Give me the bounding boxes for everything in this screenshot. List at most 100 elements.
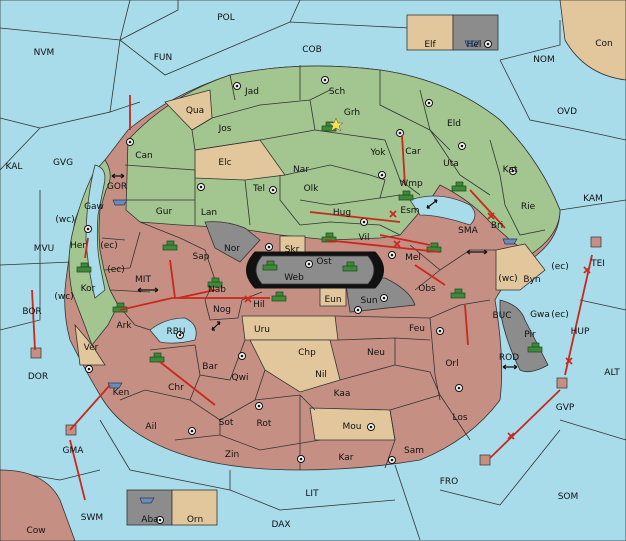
- label-kor: Kor: [81, 284, 96, 294]
- label-fun: FUN: [154, 53, 173, 63]
- army-unit: [342, 261, 358, 272]
- label-chp: Chp: [298, 348, 316, 358]
- label-buc: BUC: [492, 311, 511, 321]
- label-can: Can: [135, 151, 153, 161]
- label-byn: Byn: [523, 275, 540, 285]
- label-chr: Chr: [168, 383, 184, 393]
- label-elc: Elc: [218, 158, 231, 168]
- label-rod: ROD: [499, 353, 519, 363]
- region-chp[interactable]: [249, 339, 341, 393]
- label-ec2: (ec): [551, 262, 569, 272]
- label-fro: FRO: [440, 477, 459, 487]
- label-neu: Neu: [367, 348, 385, 358]
- label-kal: KAL: [6, 162, 23, 172]
- sea-gor[interactable]: [85, 164, 106, 299]
- label-eun: Eun: [324, 295, 341, 305]
- label-gwa: Gwa: [530, 310, 550, 320]
- label-gvg: GVG: [53, 158, 73, 168]
- label-ec4: (ec): [551, 310, 569, 320]
- fleet-unit: [464, 40, 480, 47]
- label-hup: HUP: [571, 327, 590, 337]
- label-tei: TEI: [590, 259, 605, 269]
- region-orn[interactable]: [171, 489, 218, 526]
- label-nor: Nor: [224, 244, 240, 254]
- label-bor: BOR: [22, 307, 41, 317]
- label-jad: Jad: [244, 87, 259, 97]
- label-jos: Jos: [218, 124, 232, 134]
- label-her: Her: [70, 241, 86, 251]
- region-nor[interactable]: [204, 221, 261, 263]
- region-cow[interactable]: [0, 469, 76, 541]
- label-bri: Bri: [491, 221, 503, 231]
- label-lan: Lan: [201, 208, 217, 218]
- unit-marker: [556, 377, 568, 389]
- lake-sma[interactable]: [409, 195, 476, 226]
- label-orn: Orn: [187, 515, 203, 525]
- star-icon: [328, 117, 344, 132]
- unit-marker: [590, 236, 602, 248]
- label-swm: SWM: [81, 513, 103, 523]
- label-vil: Vil: [359, 233, 370, 243]
- label-esm: Esm: [400, 206, 419, 216]
- region-pir[interactable]: [499, 299, 549, 373]
- label-con: Con: [595, 39, 613, 49]
- fleet-unit: [502, 238, 518, 245]
- army-unit: [426, 242, 442, 253]
- unit-marker: [30, 347, 42, 359]
- label-grh: Grh: [344, 108, 360, 118]
- army-unit: [271, 291, 287, 302]
- label-nil: Nil: [315, 370, 327, 380]
- order-arrows: [31, 95, 593, 501]
- army-unit: [398, 190, 414, 201]
- region-web-ost[interactable]: [255, 255, 375, 285]
- label-gur: Gur: [156, 207, 173, 217]
- label-web: Web: [284, 273, 304, 283]
- label-hel: Hel: [467, 40, 482, 50]
- label-ark: Ark: [116, 321, 132, 331]
- label-sma: SMA: [458, 226, 478, 236]
- army-unit: [262, 260, 278, 271]
- army-unit: [207, 277, 223, 288]
- label-olk: Olk: [304, 184, 320, 194]
- region-ver[interactable]: [74, 323, 106, 366]
- label-uta: Uta: [443, 159, 459, 169]
- label-elf: Elf: [424, 40, 436, 50]
- convoy-arrows: [111, 173, 518, 370]
- region-byn[interactable]: [495, 243, 546, 291]
- lake-rbu[interactable]: [149, 317, 197, 344]
- label-ken: Ken: [113, 388, 130, 398]
- army-unit: [149, 352, 165, 363]
- label-kat: Kat: [503, 165, 518, 175]
- label-sun: Sun: [360, 296, 377, 306]
- label-sam: Sam: [404, 446, 424, 456]
- label-rbu: RBU: [166, 327, 185, 337]
- internal-borders: [101, 65, 546, 470]
- label-gma: GMA: [63, 446, 85, 456]
- label-qwi: Qwi: [232, 373, 249, 383]
- label-kar: Kar: [339, 453, 354, 463]
- label-ver: Ver: [84, 343, 99, 353]
- green-north-arc: [125, 65, 561, 256]
- label-pir: Pir: [524, 330, 536, 340]
- label-alt: ALT: [604, 368, 620, 378]
- army-unit: [527, 342, 543, 353]
- region-labels: POL NVM FUN COB NOM Con Elf Hel Jad Sch …: [6, 13, 621, 536]
- label-cow: Cow: [26, 526, 45, 536]
- label-orl: Orl: [445, 359, 458, 369]
- label-lit: LIT: [305, 489, 319, 499]
- label-ovd: OVD: [557, 107, 577, 117]
- army-unit: [76, 262, 92, 273]
- label-wmp: Wmp: [399, 179, 423, 189]
- army-unit: [450, 288, 466, 299]
- label-ec3: (ec): [107, 265, 125, 275]
- label-sch: Sch: [329, 87, 345, 97]
- label-car: Car: [405, 147, 421, 157]
- label-bar: Bar: [202, 362, 218, 372]
- region-elf[interactable]: [406, 14, 454, 51]
- supply-centers: [84, 76, 517, 464]
- label-tel: Tel: [252, 184, 265, 194]
- label-gaw: Gaw: [84, 202, 104, 212]
- label-rie: Rie: [521, 202, 536, 212]
- label-ec1: (ec): [100, 241, 118, 251]
